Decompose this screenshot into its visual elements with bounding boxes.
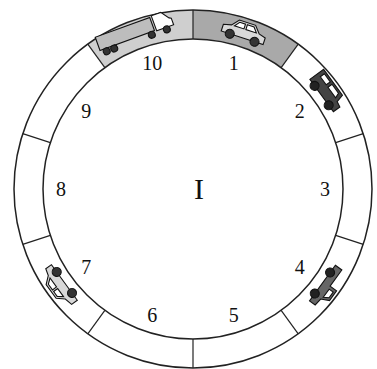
segment-number: 7 <box>81 257 91 277</box>
car-window <box>46 278 64 300</box>
segment-number: 5 <box>229 305 239 325</box>
wheel <box>102 47 111 56</box>
segment-number: 9 <box>81 101 91 121</box>
segment-number: 8 <box>56 179 66 199</box>
segment-divider <box>336 235 364 244</box>
wheel <box>147 30 156 39</box>
pickup-window <box>323 289 333 300</box>
inner-circle <box>43 39 343 339</box>
segment-number: 6 <box>147 305 157 325</box>
pickup-body <box>310 265 349 310</box>
car-icon <box>220 16 268 49</box>
car-icon <box>38 262 80 310</box>
segment-divider <box>192 10 193 39</box>
semi-icon <box>95 10 176 57</box>
segment-divider <box>281 310 298 333</box>
segment-divider <box>281 44 298 67</box>
car-body <box>221 16 268 45</box>
wheel <box>249 36 260 47</box>
segment-divider <box>88 310 105 333</box>
segment-number: 4 <box>295 257 305 277</box>
segment-number: 2 <box>295 101 305 121</box>
segment-divider <box>23 134 51 143</box>
segment-divider <box>23 235 51 244</box>
outer-circle <box>14 10 372 368</box>
segment-divider <box>336 134 364 143</box>
car-body <box>38 265 77 310</box>
wheel <box>309 287 322 300</box>
jeep-window <box>320 74 339 98</box>
wheel <box>322 99 335 112</box>
wheel <box>324 266 337 279</box>
trailer <box>95 17 154 50</box>
wheel <box>224 28 235 39</box>
segment-number: 10 <box>142 53 162 73</box>
wheel <box>110 44 119 53</box>
jeep-icon <box>306 69 347 114</box>
wheel <box>50 266 63 279</box>
segment-number: 1 <box>229 53 239 73</box>
segment-number: 3 <box>320 179 330 199</box>
center-label: I <box>194 174 204 204</box>
wheel <box>162 25 171 34</box>
wheel <box>308 80 321 93</box>
car-window <box>234 21 257 33</box>
segment-divider <box>192 339 193 368</box>
pickup-icon <box>306 263 348 311</box>
wheel <box>66 287 79 300</box>
